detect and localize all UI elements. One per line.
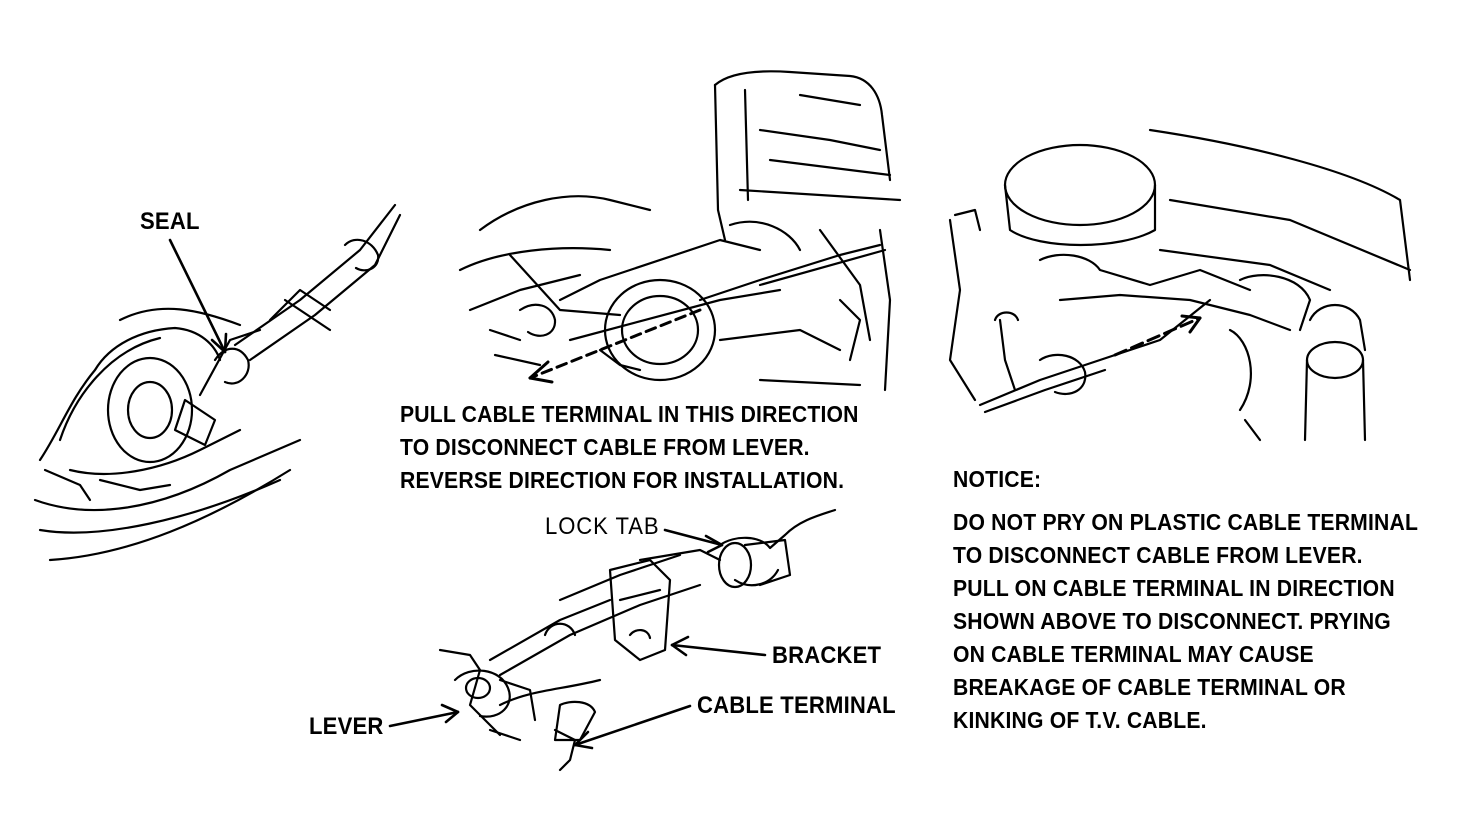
lever-arrowhead: [440, 703, 460, 724]
instruction-line-1: PULL CABLE TERMINAL IN THIS DIRECTION: [400, 401, 859, 427]
label-lock-tab: LOCK TAB: [545, 513, 660, 540]
cable-terminal-arrowhead: [573, 730, 594, 750]
label-lever: LEVER: [309, 713, 384, 740]
instruction-line-3: REVERSE DIRECTION FOR INSTALLATION.: [400, 467, 845, 493]
seal-arrowhead: [210, 332, 228, 354]
notice-line-1: DO NOT PRY ON PLASTIC CABLE TERMINAL: [953, 509, 1419, 535]
label-bracket: BRACKET: [772, 642, 882, 669]
notice-line-6: BREAKAGE OF CABLE TERMINAL OR: [953, 674, 1346, 700]
transmission-illustration: [33, 203, 402, 562]
cable-terminal-leader: [573, 704, 692, 747]
cable-assembly-illustration: [438, 508, 837, 772]
notice-line-2: TO DISCONNECT CABLE FROM LEVER.: [953, 542, 1363, 568]
engine-illustration-right: [948, 128, 1412, 442]
lock-tab-leader: [663, 528, 724, 547]
notice-line-5: ON CABLE TERMINAL MAY CAUSE: [953, 641, 1314, 667]
seal-leader: [168, 238, 227, 354]
notice-heading: NOTICE:: [953, 466, 1042, 492]
label-seal: SEAL: [140, 208, 200, 235]
label-leaders: [168, 238, 767, 750]
notice-line-4: SHOWN ABOVE TO DISCONNECT. PRYING: [953, 608, 1391, 634]
engine-illustration-center: [458, 70, 902, 392]
lever-leader: [388, 710, 460, 728]
notice-line-3: PULL ON CABLE TERMINAL IN DIRECTION: [953, 575, 1395, 601]
instruction-line-2: TO DISCONNECT CABLE FROM LEVER.: [400, 434, 810, 460]
bracket-arrowhead: [670, 635, 690, 657]
bracket-leader: [670, 643, 767, 657]
label-cable-terminal: CABLE TERMINAL: [697, 692, 896, 719]
lock-tab-arrowhead: [704, 534, 724, 554]
notice-line-7: KINKING OF T.V. CABLE.: [953, 707, 1207, 733]
